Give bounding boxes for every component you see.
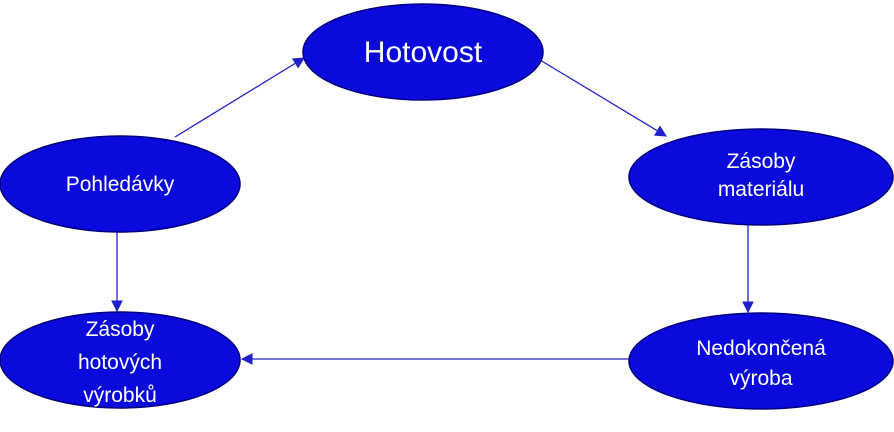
node-nedokoncena-vyroba-label-line1: Nedokončená: [696, 337, 826, 360]
node-zasoby-materialu: Zásoby materiálu: [628, 128, 894, 226]
node-zasoby-materialu-label-line2: materiálu: [718, 178, 804, 201]
node-nedokoncena-vyroba: Nedokončená výroba: [628, 312, 894, 410]
node-zasoby-hotovych-vyrobku-label-line2: hotových: [78, 351, 162, 374]
node-zasoby-materialu-label-line1: Zásoby: [727, 150, 796, 173]
edge-pohledavky-to-hotovost: [174, 57, 305, 138]
node-nedokoncena-vyroba-label-line2: výroba: [729, 367, 792, 390]
node-hotovost: Hotovost: [302, 3, 544, 101]
node-pohledavky-label: Pohledávky: [66, 173, 175, 196]
edge-hotovost-to-zasoby-materialu: [539, 59, 668, 137]
node-zasoby-hotovych-vyrobku-label-line3: výrobků: [83, 384, 157, 407]
edges: [111, 57, 754, 365]
node-hotovost-label: Hotovost: [364, 36, 483, 69]
node-pohledavky: Pohledávky: [0, 135, 241, 233]
node-zasoby-hotovych-vyrobku: Zásoby hotových výrobků: [0, 311, 241, 409]
node-zasoby-hotovych-vyrobku-label-line1: Zásoby: [86, 318, 155, 341]
